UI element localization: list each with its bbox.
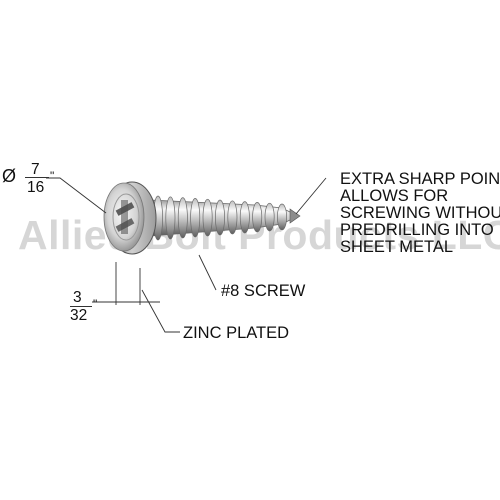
point-line-4: PREDRILLING INTO bbox=[340, 221, 494, 239]
thickness-fraction-bar bbox=[70, 306, 92, 307]
thread-crest bbox=[252, 202, 263, 233]
diameter-fraction-bar bbox=[25, 177, 49, 178]
screw-threads bbox=[153, 195, 301, 241]
thread-crest bbox=[264, 202, 275, 232]
thickness-denominator: 32 bbox=[70, 307, 88, 324]
diameter-denominator: 16 bbox=[27, 179, 45, 196]
thread-crest bbox=[239, 201, 250, 234]
thread-crest bbox=[277, 203, 287, 231]
diameter-unit: " bbox=[50, 169, 55, 183]
point-line-1: EXTRA SHARP POINT bbox=[340, 170, 500, 188]
point-line-5: SHEET METAL bbox=[340, 238, 454, 256]
diameter-numerator: 7 bbox=[31, 161, 40, 178]
finish-label: ZINC PLATED bbox=[183, 324, 290, 342]
leader-lines bbox=[46, 177, 327, 333]
size-label: #8 SCREW bbox=[221, 282, 306, 300]
drive-recess bbox=[115, 200, 135, 234]
point-line-3: SCREWING WITHOUT bbox=[340, 204, 500, 222]
screw-tip bbox=[289, 208, 301, 224]
thread-crest bbox=[165, 196, 176, 240]
screw-head bbox=[103, 181, 157, 255]
point-line-2: ALLOWS FOR bbox=[340, 187, 449, 205]
thread-crest bbox=[215, 199, 225, 236]
thread-crest bbox=[202, 198, 213, 237]
thickness-numerator: 3 bbox=[73, 289, 82, 306]
thickness-unit: " bbox=[93, 297, 98, 311]
thread-crest bbox=[227, 200, 238, 235]
diameter-symbol: Ø bbox=[2, 166, 17, 186]
thread-crest bbox=[190, 198, 201, 238]
thread-crest bbox=[177, 197, 188, 239]
